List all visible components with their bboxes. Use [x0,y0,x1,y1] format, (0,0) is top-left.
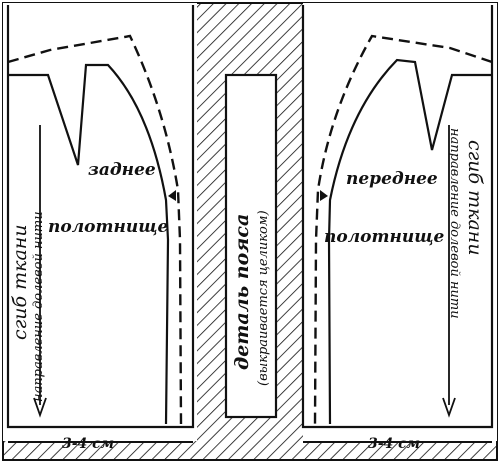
back-hem-label: 3-4 см [62,436,114,452]
belt-piece-outline [224,73,278,419]
belt-piece: деталь пояса (выкраивается целиком) [224,73,278,419]
back-panel-outline [6,5,195,429]
front-panel-pattern-line [327,58,492,425]
back-panel-pattern-line [8,63,170,425]
front-grain-arrow-head [442,397,456,418]
back-grain-label: направление долевой нити [31,211,46,402]
front-panel-dashed-allowance [313,34,493,425]
back-fold-label: сгиб ткани [9,224,31,340]
back-panel-name-line2: полотнище [48,217,169,237]
front-hem-label: 3-4 см [368,436,420,452]
front-panel-outline [301,5,494,429]
belt-piece-note: (выкраивается целиком) [256,210,271,386]
front-panel-notch [320,190,328,201]
front-panel-name-line1: переднее [346,169,438,189]
back-panel-name-line1: заднее [88,160,156,180]
back-grain-arrow-head [33,397,47,418]
front-panel-name-line2: полотнище [324,227,445,247]
back-panel: заднее полотнище сгиб ткани направление … [3,3,197,452]
front-panel: переднее полотнище сгиб ткани направлени… [301,3,497,452]
front-fold-label: сгиб ткани [464,140,486,256]
front-grain-label: направление долевой нити [447,128,462,319]
back-panel-notch [168,190,176,201]
belt-piece-name: деталь пояса [231,214,253,370]
back-panel-dashed-allowance [7,34,183,425]
